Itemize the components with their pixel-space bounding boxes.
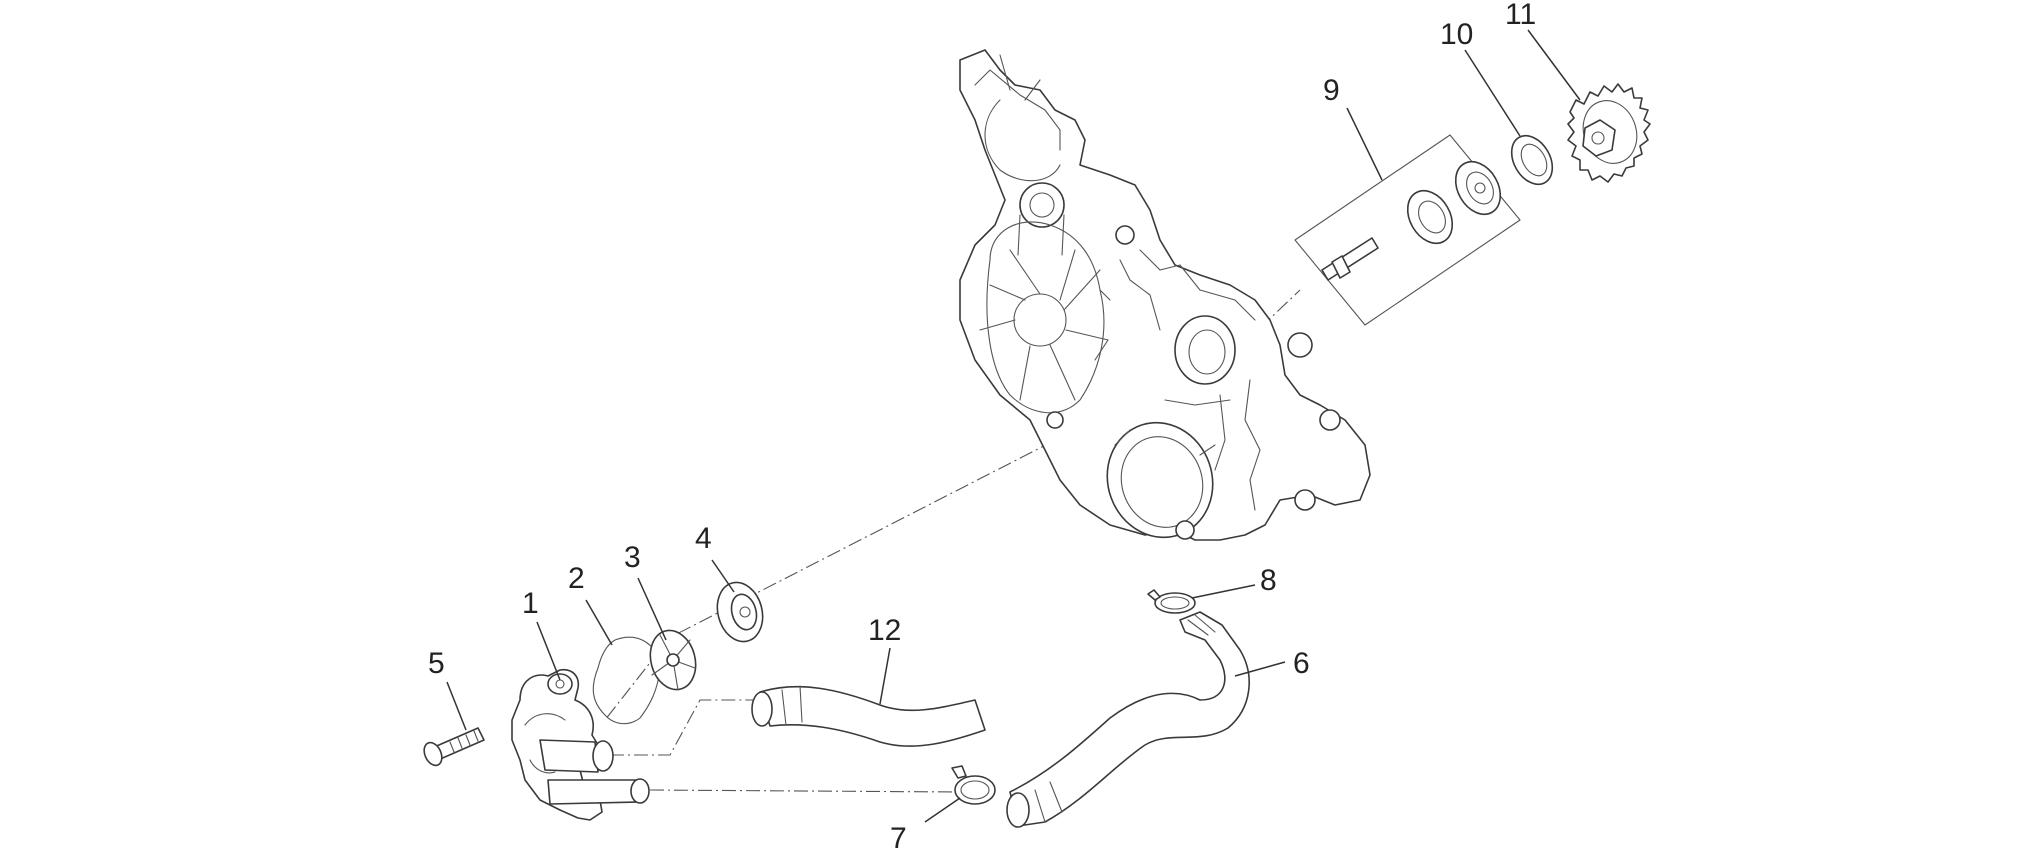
callout-4: 4	[695, 522, 712, 555]
seal-ring-outer	[1510, 134, 1554, 186]
hose-6-end-left	[1006, 792, 1030, 828]
callout-7: 7	[890, 822, 907, 851]
callout-11: 11	[1505, 0, 1536, 31]
cover-boss-top	[1019, 182, 1065, 228]
mech-seal-inner	[730, 593, 758, 631]
bearing-2-hub	[1474, 182, 1486, 194]
callout-8: 8	[1260, 564, 1277, 597]
gear-bore	[1591, 131, 1605, 145]
axis-hose-6	[649, 789, 961, 793]
part-7-clamp	[951, 765, 996, 805]
callout-2: 2	[568, 562, 585, 595]
housing-mount-ear	[547, 673, 573, 695]
bolt-thread	[449, 730, 479, 753]
pump-shaft	[1321, 237, 1379, 281]
clamp-8-band	[1154, 592, 1196, 614]
impeller-vanes	[651, 634, 696, 691]
leader-1	[536, 621, 561, 681]
leader-11	[1527, 29, 1581, 101]
clamp-7-tab	[951, 765, 967, 779]
part-4-seal	[716, 581, 764, 643]
part-10-seal	[1510, 134, 1554, 186]
leader-9	[1346, 107, 1383, 181]
housing-contours	[524, 713, 566, 774]
cover-bolt-e	[1046, 411, 1064, 429]
housing-outlet-lower	[547, 779, 641, 805]
cover-bolt-f	[1115, 225, 1135, 245]
leader-2	[585, 599, 613, 646]
leader-4	[711, 559, 735, 593]
cover-fan-ribs	[979, 221, 1111, 414]
part-11-gear	[1567, 83, 1651, 183]
bearing-1-inner	[1418, 200, 1446, 234]
callout-3: 3	[624, 541, 641, 574]
callout-12: 12	[868, 614, 901, 647]
hose-6-body	[1009, 611, 1250, 827]
callout-1: 1	[522, 587, 539, 620]
leader-7	[924, 797, 961, 823]
callout-5: 5	[428, 647, 445, 680]
pump-shaft-collar	[1331, 255, 1351, 279]
clamp-8-tab	[1147, 589, 1161, 601]
gear-hub	[1582, 119, 1616, 157]
part-3-impeller	[649, 629, 697, 691]
cover-bore-center-inner	[1188, 329, 1226, 375]
cover-ribs-middle	[1119, 259, 1231, 406]
hose-12-end-left	[751, 691, 773, 727]
bolt-head	[423, 741, 443, 767]
hose-6-cuff-upper	[1187, 614, 1216, 636]
leader-5	[446, 681, 467, 731]
part-5-bolt	[423, 727, 485, 767]
part-9-shaft-kit	[1294, 134, 1521, 326]
part-1-pump-housing	[511, 668, 650, 821]
impeller-hub	[666, 653, 680, 667]
cover-top-rib	[974, 69, 1061, 151]
leader-12	[879, 647, 891, 705]
cover-bolt-c	[1294, 489, 1316, 511]
shaft-kit-frame	[1294, 134, 1521, 326]
axis-hose-12	[610, 699, 760, 756]
hose-6-cuff-lower	[1034, 781, 1063, 823]
cover-ring-lugs	[1114, 429, 1216, 456]
cover-bolt-d	[1175, 520, 1195, 540]
housing-outlet-lower-end	[630, 778, 650, 804]
callout-6: 6	[1293, 647, 1310, 680]
housing-outlet-upper-end	[592, 740, 614, 772]
cover-boss-post	[1017, 214, 1065, 256]
cover-top-lugs	[999, 54, 1041, 101]
engine-cover	[959, 49, 1371, 541]
part-12-hose	[751, 685, 986, 747]
clamp-7-inner	[960, 780, 990, 800]
callout-9: 9	[1323, 74, 1340, 107]
seal-ring-inner	[1520, 143, 1548, 177]
clamp-8-inner	[1160, 596, 1190, 610]
leader-6	[1234, 661, 1286, 677]
bearing-2	[1454, 160, 1502, 216]
bearing-1	[1406, 189, 1454, 245]
callout-labels: 1 2 3 4 5 6 7 8 9 10 11 12	[428, 0, 1536, 851]
callout-10: 10	[1440, 18, 1473, 51]
housing-outlet-upper	[539, 739, 599, 773]
cover-boss-top-inner	[1029, 192, 1055, 218]
hose-12-body	[759, 685, 986, 747]
cover-upper-loop	[984, 99, 1061, 182]
clamp-7-band	[954, 775, 996, 805]
mech-seal-bore	[739, 606, 751, 618]
leader-lines	[446, 29, 1581, 823]
bearing-2-inner	[1466, 171, 1494, 205]
leader-10	[1464, 49, 1521, 137]
cover-bolt-a	[1287, 332, 1313, 358]
axis-pump	[604, 649, 661, 721]
hose-12-cuff	[781, 685, 803, 726]
leader-8	[1191, 584, 1256, 599]
part-8-clamp	[1147, 589, 1196, 614]
part-6-hose	[1006, 611, 1250, 828]
cover-ribs-right	[1139, 249, 1261, 511]
cover-bolt-b	[1319, 409, 1341, 431]
leader-3	[637, 577, 667, 641]
axis-main	[664, 429, 1076, 641]
